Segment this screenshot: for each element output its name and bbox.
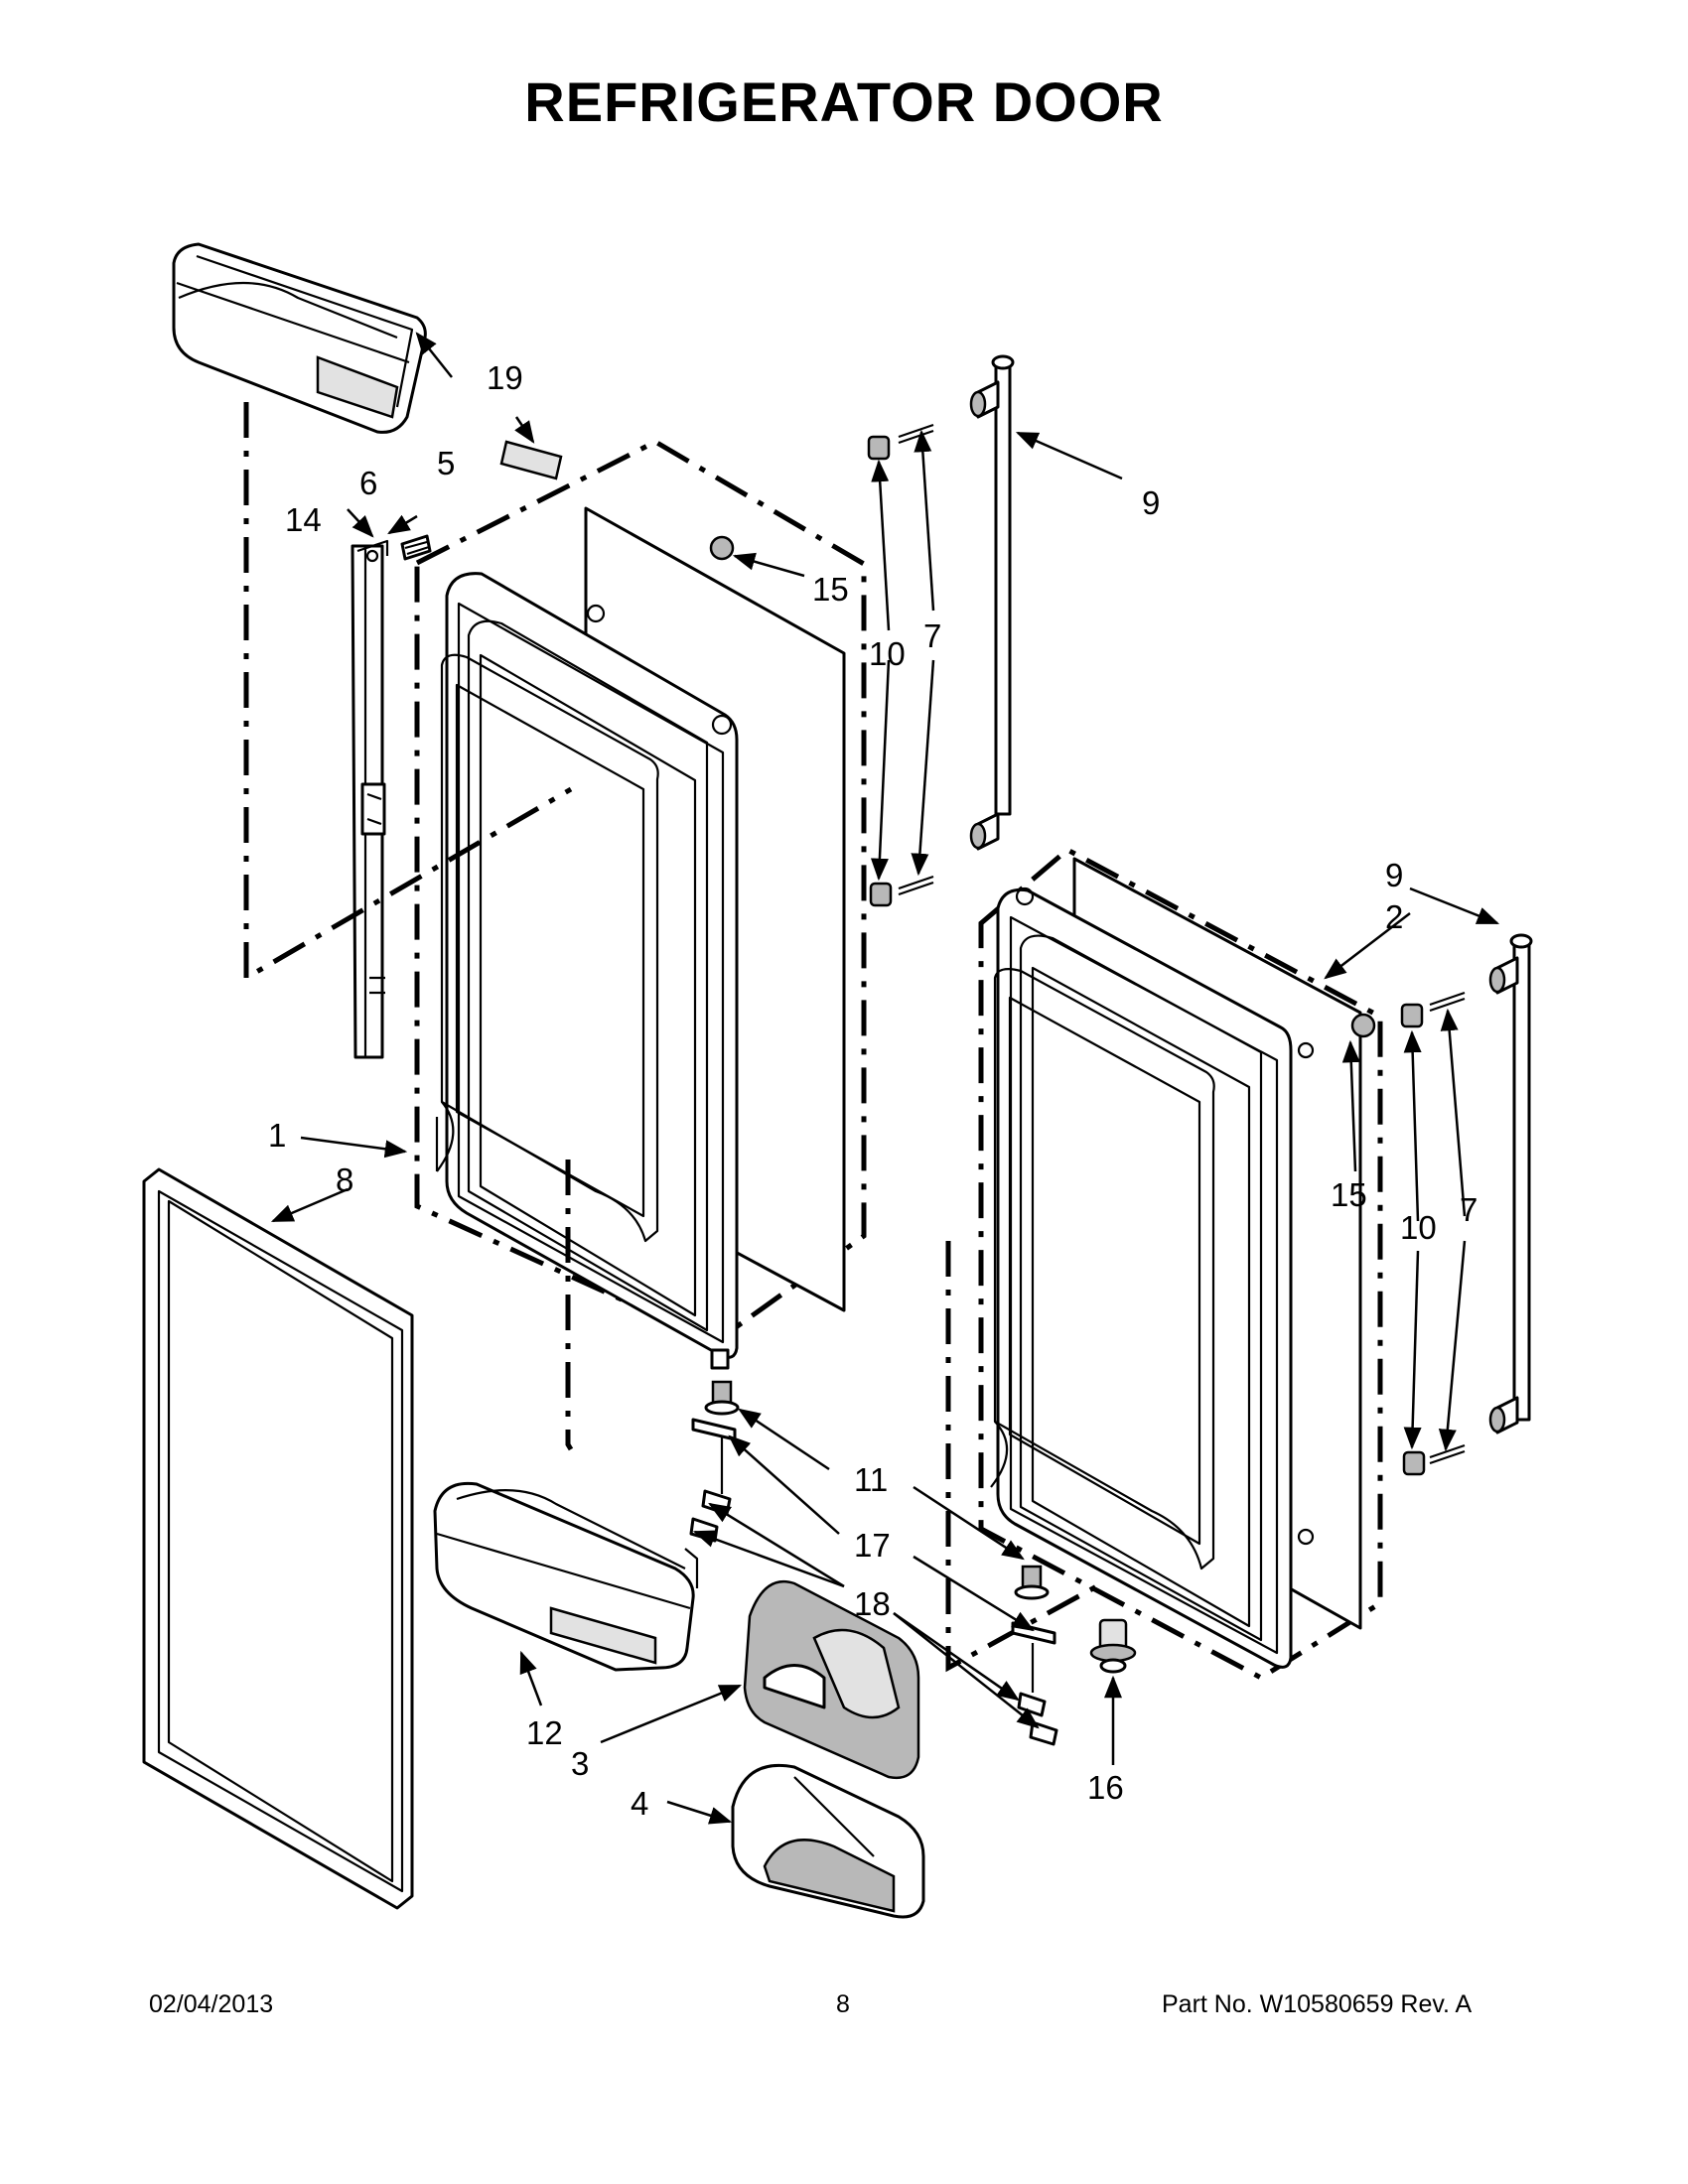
callout-9b: 9 [1385,857,1403,893]
callout-2: 2 [1385,898,1403,935]
right-door-part [978,846,1383,1681]
left-handle-part [969,354,1015,851]
callout-14: 14 [285,501,322,538]
left-door-frame [445,572,739,1359]
callout-10a: 10 [869,635,906,672]
handle-hardware-right [1350,991,1466,1476]
door-trim-strip-part [351,539,389,1059]
callout-8: 8 [336,1161,353,1198]
bin-bottom-hidden-line [565,1160,574,1451]
callout-1: 1 [268,1117,286,1154]
upper-hinge-cover-part [743,1579,920,1780]
center-hidden-line [945,1241,1104,1673]
callout-12: 12 [526,1714,563,1751]
callout-numbers: 19 5 6 14 9 15 10 7 1 8 9 2 15 10 7 11 1… [268,359,1477,1822]
right-handle-part [1488,933,1533,1434]
callout-9a: 9 [1142,484,1160,521]
callout-15a: 15 [812,571,849,608]
footer-page-number: 8 [836,1990,850,2018]
callout-19: 19 [487,359,523,396]
screw-part [400,534,432,561]
callout-17: 17 [854,1527,891,1564]
right-door-assembly-outline [978,846,1383,1681]
bin-top-hidden-line [243,402,573,983]
footer-part-number: Part No. W10580659 Rev. A [1162,1990,1473,2018]
door-gasket-part [142,1167,414,1910]
callout-3: 3 [571,1745,589,1782]
callout-11: 11 [854,1461,888,1498]
callout-7b: 7 [1460,1191,1477,1228]
callout-16: 16 [1087,1769,1124,1806]
left-door-assembly-outline [414,439,867,1345]
callout-7a: 7 [923,617,941,654]
label-part [499,440,563,480]
callout-6: 6 [359,465,377,501]
callout-5: 5 [437,445,455,481]
right-door-frame [996,887,1293,1669]
callout-15b: 15 [1331,1176,1367,1213]
callout-4: 4 [631,1785,648,1822]
right-door-recess [993,968,1215,1570]
callout-leaders [270,332,1500,1825]
door-bin-top-part [172,242,427,434]
left-door-part [414,439,867,1370]
callout-10b: 10 [1400,1209,1437,1246]
callout-18: 18 [854,1585,891,1622]
door-bin-bottom-part [433,1481,699,1672]
footer-date: 02/04/2013 [149,1990,274,2018]
lower-hinge-cover-part [731,1763,925,1919]
page-title: REFRIGERATOR DOOR [524,70,1164,133]
